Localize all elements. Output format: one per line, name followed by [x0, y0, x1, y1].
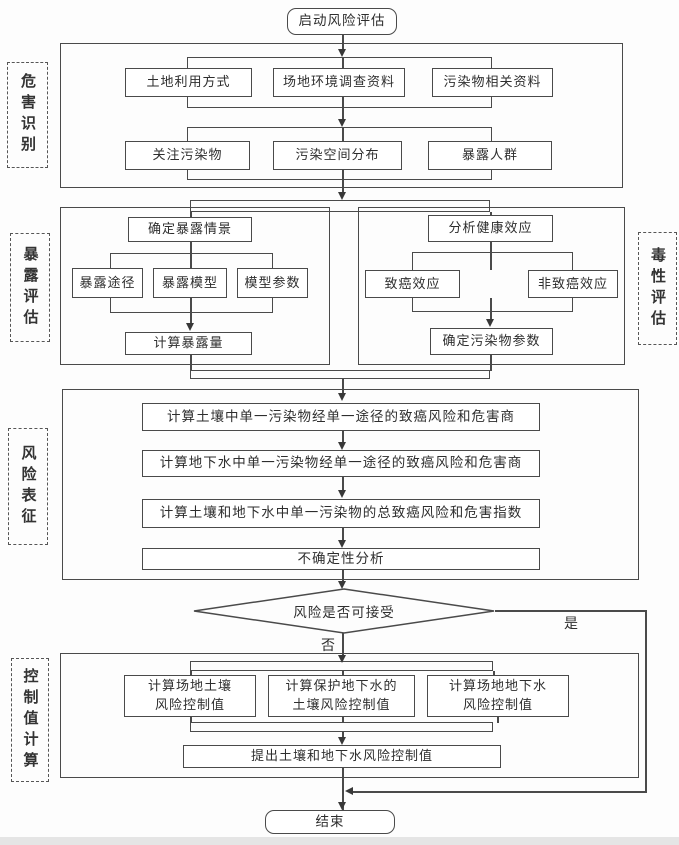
- define-exposure-scenario-box: 确定暴露情景: [128, 217, 252, 242]
- connector-line: [342, 768, 344, 810]
- uncertainty-analysis-box: 不确定性分析: [142, 548, 540, 570]
- arrow-down-icon: [337, 119, 346, 127]
- site-groundwater-control-value-box: 计算场地地下水 风险控制值: [427, 675, 569, 717]
- connector-line: [342, 35, 344, 50]
- connector-line: [497, 717, 499, 723]
- start-node: 启动风险评估: [287, 8, 397, 35]
- control-merge-band: [190, 722, 493, 732]
- hazard-identification-label: 危害识别: [7, 62, 48, 168]
- connector-line: [190, 717, 192, 723]
- risk-characterization-label: 风险表征: [8, 428, 48, 545]
- determine-pollutant-parameters-box: 确定污染物参数: [430, 328, 553, 355]
- toxicity-assessment-label: 毒性评估: [638, 232, 677, 345]
- yes-branch-line: [495, 610, 646, 612]
- calculate-exposure-box: 计算暴露量: [125, 332, 252, 355]
- connector-line: [342, 732, 344, 738]
- connector-line: [190, 355, 192, 371]
- box-line: 风险控制值: [154, 697, 225, 712]
- protect-groundwater-soil-control-value-box: 计算保护地下水的 土壤风险控制值: [268, 675, 415, 717]
- connector-line: [342, 633, 344, 655]
- arrow-down-icon: [337, 490, 346, 498]
- arrow-down-icon: [337, 393, 346, 401]
- decision-no-label: 否: [321, 637, 335, 653]
- soil-single-risk-box: 计算土壤中单一污染物经单一途径的致癌风险和危害商: [142, 403, 540, 431]
- connector-line: [490, 212, 492, 217]
- decision-question: 风险是否可接受: [293, 605, 395, 620]
- toxicity-assessment-section: [358, 207, 625, 365]
- pollution-distribution-box: 污染空间分布: [273, 141, 402, 170]
- connector-line: [190, 298, 192, 323]
- connector-line: [342, 477, 344, 490]
- arrow-down-icon: [337, 192, 346, 200]
- connector-line: [342, 528, 344, 540]
- analyze-health-effects-box: 分析健康效应: [428, 215, 553, 242]
- non-carcinogenic-effect-box: 非致癌效应: [528, 270, 618, 298]
- connector-line: [342, 431, 344, 442]
- control-value-section: [60, 653, 639, 778]
- arrow-left-icon: [345, 787, 353, 795]
- exposed-population-box: 暴露人群: [428, 141, 552, 170]
- site-soil-control-value-box: 计算场地土壤 风险控制值: [124, 675, 256, 717]
- land-use-box: 土地利用方式: [125, 68, 252, 97]
- box-line: 风险控制值: [462, 697, 533, 712]
- arrow-down-icon: [337, 737, 346, 745]
- arrow-down-icon: [485, 319, 494, 327]
- arrow-down-icon: [337, 442, 346, 450]
- model-parameters-box: 模型参数: [237, 268, 308, 298]
- site-survey-data-box: 场地环境调查资料: [273, 68, 405, 97]
- connector-line: [190, 212, 192, 218]
- box-line: 计算保护地下水的: [285, 678, 398, 694]
- connector-line: [342, 379, 344, 393]
- connector-line: [342, 170, 344, 194]
- exposure-pathway-box: 暴露途径: [72, 268, 143, 298]
- control-value-label: 控制值计算: [11, 658, 49, 782]
- pollutant-data-box: 污染物相关资料: [432, 68, 553, 97]
- split-band: [190, 200, 490, 212]
- arrow-down-icon: [337, 802, 346, 810]
- risk-characterization-section: [62, 389, 639, 580]
- hazard-identification-section: [60, 43, 623, 188]
- yes-branch-line: [352, 791, 645, 793]
- yes-branch-line: [645, 610, 647, 793]
- arrow-down-icon: [337, 49, 346, 57]
- connector-line: [342, 671, 344, 676]
- connector-line: [493, 671, 495, 676]
- arrow-down-icon: [337, 540, 346, 548]
- connector-line: [342, 127, 344, 141]
- exposure-model-box: 暴露模型: [153, 268, 227, 298]
- connector-line: [490, 298, 492, 319]
- arrow-down-icon: [337, 581, 346, 589]
- connector-line: [342, 570, 344, 581]
- merge-band: [190, 370, 490, 379]
- propose-control-values-box: 提出土壤和地下水风险控制值: [183, 745, 501, 768]
- connector-line: [190, 671, 192, 676]
- groundwater-single-risk-box: 计算地下水中单一污染物经单一途径的致癌风险和危害商: [142, 450, 540, 477]
- connector-line: [490, 242, 492, 270]
- box-line: 计算场地土壤: [147, 678, 232, 694]
- exposure-assessment-section: [60, 207, 330, 365]
- contaminants-of-concern-box: 关注污染物: [125, 141, 250, 170]
- bottom-strip: [0, 837, 679, 845]
- box-line: 计算场地地下水: [448, 678, 547, 694]
- connector-line: [342, 57, 344, 68]
- end-node: 结束: [265, 810, 395, 834]
- box-line: 土壤风险控制值: [292, 697, 391, 712]
- arrow-down-icon: [337, 655, 346, 663]
- connector-line: [490, 355, 492, 371]
- decision-diamond: [193, 588, 495, 634]
- arrow-down-icon: [185, 323, 194, 331]
- exposure-assessment-label: 暴露评估: [10, 233, 50, 342]
- total-risk-box: 计算土壤和地下水中单一污染物的总致癌风险和危害指数: [142, 499, 540, 528]
- connector-line: [342, 97, 344, 120]
- connector-line: [342, 717, 344, 723]
- connector-line: [190, 242, 192, 268]
- carcinogenic-effect-box: 致癌效应: [365, 270, 460, 298]
- decision-yes-label: 是: [564, 615, 578, 631]
